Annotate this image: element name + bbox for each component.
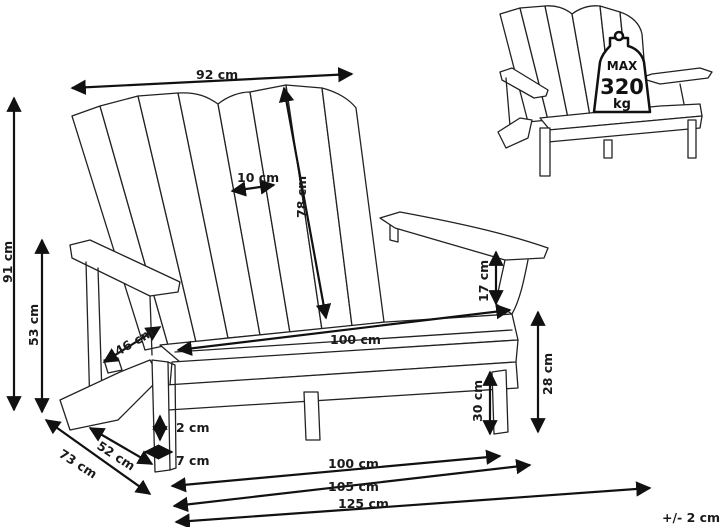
- dimension-lines: [6, 67, 652, 527]
- tolerance-note: +/- 2 cm: [662, 510, 720, 525]
- dim-line-top-width: [70, 67, 354, 95]
- label-front-width: 100 cm: [328, 456, 379, 471]
- max-load-inset: MAX 320 kg: [497, 5, 713, 177]
- label-total-height: 91 cm: [0, 241, 15, 283]
- label-inner-width: 105 cm: [328, 479, 379, 494]
- label-total-depth: 73 cm: [56, 446, 100, 482]
- label-seat-width: 100 cm: [330, 332, 381, 347]
- dim-line-total-width: [174, 481, 652, 527]
- label-slat-width: 10 cm: [237, 170, 279, 185]
- weight-icon: MAX 320 kg: [592, 30, 652, 114]
- label-seat-thickness: 28 cm: [540, 353, 555, 395]
- dim-line-back-height: [278, 86, 332, 320]
- max-label: MAX: [607, 59, 638, 73]
- dim-line-armrest-depth: [102, 326, 162, 363]
- dim-line-slat-width: [230, 179, 276, 197]
- label-seat-height: 30 cm: [470, 380, 485, 422]
- max-load-value: 320: [600, 75, 644, 99]
- label-back-height: 78 cm: [294, 176, 309, 218]
- label-armrest-to-seat: 17 cm: [476, 260, 491, 302]
- label-armrest-height: 53 cm: [26, 304, 41, 346]
- label-leg-offset: 7 cm: [176, 453, 209, 468]
- label-top-width: 92 cm: [196, 67, 238, 82]
- dim-line-total-depth: [44, 419, 152, 495]
- max-load-unit: kg: [613, 97, 631, 112]
- label-front-gap: 2 cm: [176, 420, 209, 435]
- dim-line-seat-width: [176, 304, 512, 356]
- label-total-width: 125 cm: [338, 496, 389, 511]
